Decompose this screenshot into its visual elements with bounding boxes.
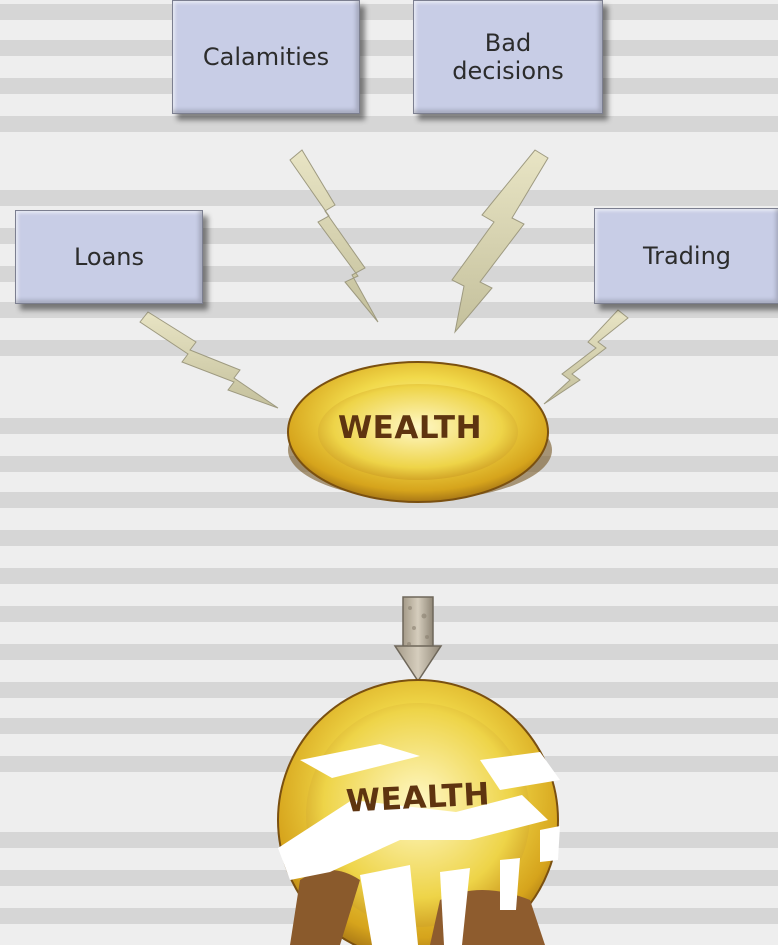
lightning-bolt-bad-decisions <box>451 149 549 334</box>
node-trading: Trading <box>594 208 778 304</box>
lightning-bolt-trading <box>543 309 629 405</box>
node-loans-label: Loans <box>73 243 145 271</box>
down-arrow <box>393 596 443 683</box>
node-bad-decisions: Bad decisions <box>413 0 603 114</box>
lightning-bolt-loans <box>139 311 279 409</box>
node-calamities: Calamities <box>172 0 360 114</box>
node-trading-label: Trading <box>642 242 732 270</box>
node-bad-decisions-label-line2: decisions <box>452 57 564 85</box>
node-calamities-label: Calamities <box>202 43 330 71</box>
wealth-coin-face <box>318 384 518 480</box>
broken-wealth-coin <box>277 679 560 945</box>
node-bad-decisions-label-line1: Bad <box>484 29 532 57</box>
node-loans: Loans <box>15 210 203 304</box>
wealth-center-label: WEALTH <box>337 410 483 446</box>
lightning-bolt-calamities <box>289 149 379 323</box>
